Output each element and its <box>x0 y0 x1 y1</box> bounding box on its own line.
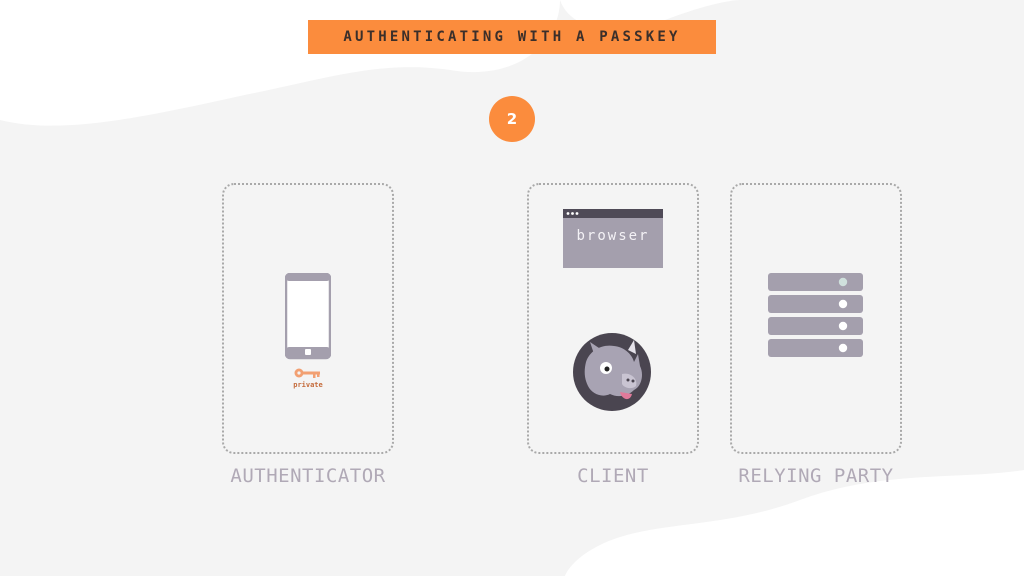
smartphone-icon <box>285 273 331 378</box>
authenticator-panel <box>222 183 394 454</box>
step-number-badge: 2 <box>489 96 535 142</box>
private-key-label: private <box>293 381 323 389</box>
client-label: CLIENT <box>577 465 649 487</box>
relying-party-label: RELYING PARTY <box>738 465 894 487</box>
relying-party-panel <box>730 183 902 454</box>
rhino-mascot-icon <box>573 333 651 411</box>
browser-label: browser <box>576 228 650 244</box>
title-text: AUTHENTICATING WITH A PASSKEY <box>343 29 681 45</box>
authenticator-label: AUTHENTICATOR <box>230 465 386 487</box>
browser-window-icon <box>563 209 663 268</box>
key-icon <box>294 368 320 378</box>
title-banner: AUTHENTICATING WITH A PASSKEY <box>308 20 716 54</box>
client-panel <box>527 183 699 454</box>
server-rack-icon <box>768 273 863 357</box>
